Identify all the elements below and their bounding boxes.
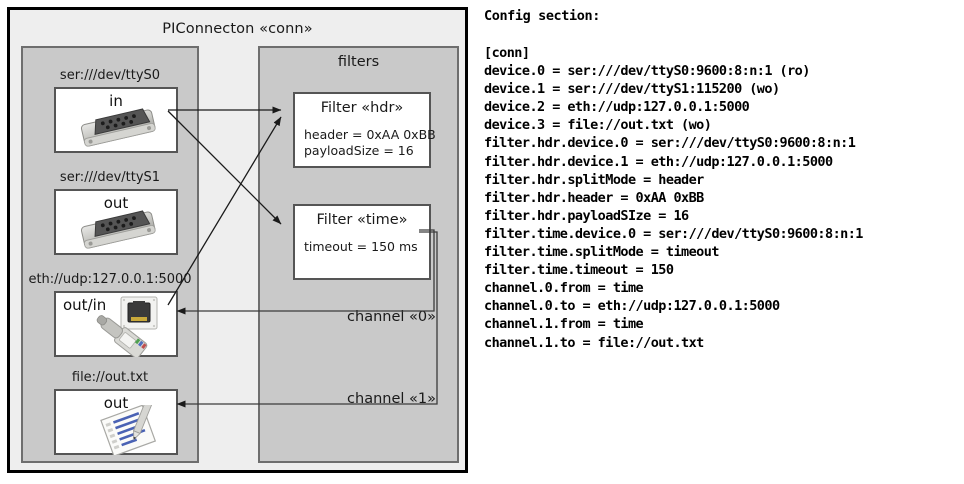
filter-box-hdr[interactable]: Filter «hdr» header = 0xAA 0xBB payloadS…: [293, 92, 436, 168]
config-section: Config section: [conn] device.0 = ser://…: [482, 0, 964, 484]
device-box-ttyS0[interactable]: in: [54, 87, 178, 153]
filter-props-hdr: header = 0xAA 0xBB payloadSize = 16: [304, 127, 436, 158]
filters-panel-title: filters: [337, 54, 380, 70]
device-box-ttyS1[interactable]: out: [54, 189, 178, 255]
device-label-eth: eth://udp:127.0.0.1:5000: [28, 272, 192, 287]
device-label-ttyS0: ser:///dev/ttyS0: [59, 68, 161, 83]
device-label-file: file://out.txt: [71, 370, 149, 385]
diagram-outer-frame: PIConnecton «conn» ser:///dev/ttyS0 in: [7, 7, 468, 473]
device-direction-file: out: [103, 394, 129, 412]
devices-panel: ser:///dev/ttyS0 in: [21, 46, 199, 463]
serial-port-icon: [72, 207, 164, 251]
device-box-eth[interactable]: out/in: [54, 291, 178, 357]
filter-title-hdr: Filter «hdr»: [320, 100, 404, 116]
config-section-heading: Config section:: [484, 8, 600, 24]
filter-box-time[interactable]: Filter «time» timeout = 150 ms: [293, 204, 431, 280]
device-box-file[interactable]: out: [54, 389, 178, 455]
filter-title-time: Filter «time»: [316, 212, 408, 228]
diagram-title: PIConnecton «conn»: [162, 21, 313, 37]
device-direction-ttyS0: in: [109, 92, 123, 110]
device-label-ttyS1: ser:///dev/ttyS1: [59, 170, 161, 185]
channel-label-0: channel «0»: [347, 309, 436, 325]
channel-label-1: channel «1»: [347, 391, 436, 407]
document-edit-icon: [94, 405, 166, 455]
config-section-body: [conn] device.0 = ser:///dev/ttyS0:9600:…: [484, 45, 863, 351]
filters-panel: filters Filter «hdr» header = 0xAA 0xBB …: [258, 46, 459, 463]
filter-props-time: timeout = 150 ms: [304, 239, 418, 254]
connection-diagram: PIConnecton «conn» ser:///dev/ttyS0 in: [0, 0, 478, 484]
device-direction-ttyS1: out: [103, 194, 129, 212]
network-jack-icon: [120, 296, 158, 330]
serial-port-icon: [72, 105, 164, 149]
device-direction-eth: out/in: [63, 296, 107, 314]
network-plug-icon: [92, 315, 152, 357]
